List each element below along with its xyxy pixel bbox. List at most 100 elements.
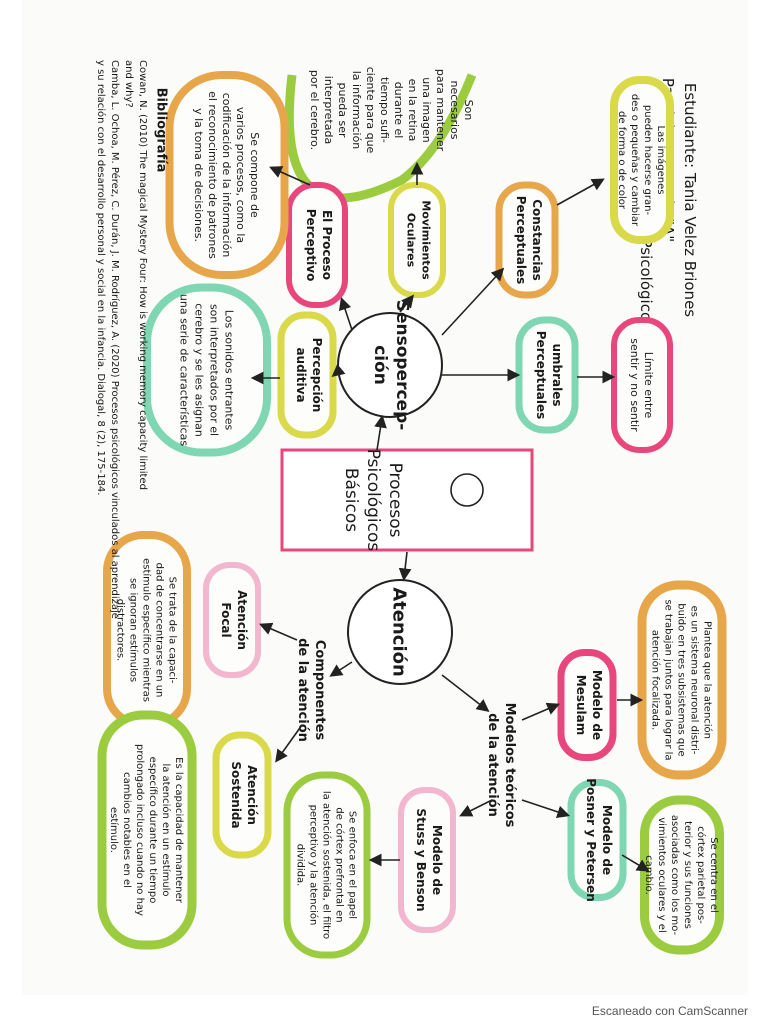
posner-note bbox=[640, 795, 724, 955]
center-box bbox=[280, 448, 534, 552]
posner-text-line: vimientos oculares y el bbox=[656, 817, 667, 932]
posner-label-line: Modelo de bbox=[600, 805, 614, 875]
atencion-focal-text-line: dad de concentrarse en un bbox=[154, 563, 165, 698]
arrow-posner-note bbox=[621, 854, 650, 872]
mesulam-text-line: atención focalizada. bbox=[650, 630, 662, 730]
atencion-sostenida-text-line: cambios notables en el bbox=[121, 772, 132, 888]
constancias-label-line: Perceptuales bbox=[514, 196, 528, 284]
movimientos-text-line: necesarios bbox=[448, 80, 461, 139]
bibliography-entry: Cowan, N. (2010) The magical Mystery Fou… bbox=[137, 60, 148, 490]
mesulam-label-line: Modelo de bbox=[590, 670, 604, 740]
bibliography-line: Camba, L. Ochoa, M. Pérez, C. Durán, J. … bbox=[109, 60, 121, 619]
mesulam-note bbox=[637, 580, 727, 780]
atencion-sostenida-text-line: prolongado incluso cuando no hay bbox=[134, 744, 145, 916]
lightbulb-icon bbox=[450, 473, 484, 507]
movimientos-text-line: pueda ser bbox=[336, 83, 349, 138]
proceso-perceptivo-text-line: varios procesos, como la bbox=[234, 107, 247, 243]
percepcion-auditiva-text-line: una serie de características bbox=[178, 294, 191, 446]
modelos-label-line: Modelos teóricos bbox=[502, 703, 517, 828]
arrow-s-pa bbox=[331, 363, 346, 378]
center-title-line: Psicológicos bbox=[363, 449, 383, 552]
atencion-sostenida-label-line: Atención bbox=[245, 765, 259, 825]
arc-bubble bbox=[284, 73, 477, 203]
arrow-comp-sost bbox=[275, 724, 303, 763]
mesulam-text-line: Plantea que la atención bbox=[702, 621, 714, 739]
atencion-sostenida-text-line: específico durante un tiempo bbox=[147, 757, 159, 904]
proceso-perceptivo-label-line: Perceptivo bbox=[304, 209, 318, 282]
atencion-focal-text: Se trata de la capaci-dad de concentrars… bbox=[115, 558, 178, 702]
movimientos-text-line: en la retina bbox=[406, 79, 419, 142]
atencion-label: Atención bbox=[389, 587, 410, 677]
umbrales-text-line: Límite entre bbox=[642, 352, 655, 419]
concept-map: Estudiante: Tania Velez BrionesParalelo:… bbox=[95, 60, 727, 959]
movimientos-text-line: para mantener bbox=[434, 69, 447, 152]
atencion-label-line: Atención bbox=[389, 587, 410, 677]
atencion-focal-text-line: Se trata de la capaci- bbox=[167, 577, 178, 684]
bibliography-entry: Camba, L. Ochoa, M. Pérez, C. Durán, J. … bbox=[109, 60, 121, 619]
posner-text-line: cambio. bbox=[643, 855, 654, 895]
posner-bubble bbox=[567, 779, 627, 901]
center-title-line: Básicos bbox=[341, 468, 361, 532]
scanned-page: Estudiante: Tania Velez BrionesParalelo:… bbox=[22, 0, 748, 995]
posner-text-line: terior y sus funciones bbox=[682, 821, 693, 929]
atencion-sostenida-bubble bbox=[212, 731, 272, 859]
proceso-perceptivo-note bbox=[165, 71, 289, 279]
bibliography-entry: y su relación con el desarrollo personal… bbox=[95, 60, 107, 495]
bibliography-title: Bibliografía bbox=[153, 88, 168, 173]
proceso-perceptivo-text-line: y la toma de decisiones. bbox=[192, 108, 205, 242]
bibliography-line: y su relación con el desarrollo personal… bbox=[95, 60, 107, 495]
stuss-bubble bbox=[398, 787, 456, 933]
componentes-label-line: Componentes bbox=[312, 640, 327, 741]
atencion-focal-text-line: se ignoran estímulos bbox=[128, 578, 140, 682]
stuss-label-line: Stuss y Benson bbox=[414, 808, 428, 911]
stuss-text-line: la atención sostenida, el filtro bbox=[321, 791, 333, 939]
constancias-note bbox=[610, 76, 674, 244]
arrow-mod-posner bbox=[521, 799, 571, 819]
arrow-mod-mes bbox=[521, 702, 560, 721]
componentes-label-line: de la atención bbox=[295, 638, 310, 742]
atencion-focal-text-line: estímulo específico mientras bbox=[141, 558, 153, 702]
arrow-center-senso bbox=[374, 414, 387, 451]
percepcion-auditiva-text-line: son interpretados por el bbox=[208, 304, 221, 436]
arrow-s-const bbox=[441, 267, 505, 336]
stuss-note bbox=[283, 771, 371, 959]
arrow-pp-note bbox=[269, 166, 311, 186]
percepcion-auditiva-text-line: Los sonidos entrantes bbox=[223, 310, 236, 431]
percepcion-auditiva-note bbox=[143, 283, 271, 457]
bibliography-title-line: Bibliografía bbox=[153, 88, 168, 173]
umbrales-label-line: umbrales bbox=[550, 343, 564, 406]
atencion-sostenida-text-line: Es la capacidad de mantener bbox=[173, 757, 184, 904]
movimientos-label-line: Oculares bbox=[405, 213, 418, 268]
atencion-focal-bubble bbox=[203, 562, 261, 678]
movimientos-text-line: por el cerebro. bbox=[308, 70, 321, 150]
proceso-perceptivo-text-line: codificación de la información bbox=[220, 93, 233, 258]
arrow-s-pp bbox=[338, 296, 353, 331]
atencion-sostenida-text-line: la atención en un estímulo bbox=[160, 763, 172, 896]
atencion-focal-label-line: Atención bbox=[235, 590, 249, 650]
center-title-line: Procesos bbox=[385, 463, 405, 538]
movimientos-text-line: interpretada bbox=[322, 76, 335, 144]
umbrales-note bbox=[611, 317, 673, 453]
stuss-text-line: perceptivo y la atención bbox=[308, 805, 320, 926]
proceso-perceptivo-text-line: Se compone de bbox=[248, 132, 261, 218]
mesulam-text-line: es un sistema neuronal distri- bbox=[689, 606, 700, 755]
arrow-s-mov bbox=[399, 294, 414, 313]
sensopercepcion-label: Sensopercep-ción bbox=[370, 300, 412, 431]
mesulam-label-line: Mesulam bbox=[574, 675, 588, 735]
modelos-label-line: de la atención bbox=[485, 713, 500, 817]
